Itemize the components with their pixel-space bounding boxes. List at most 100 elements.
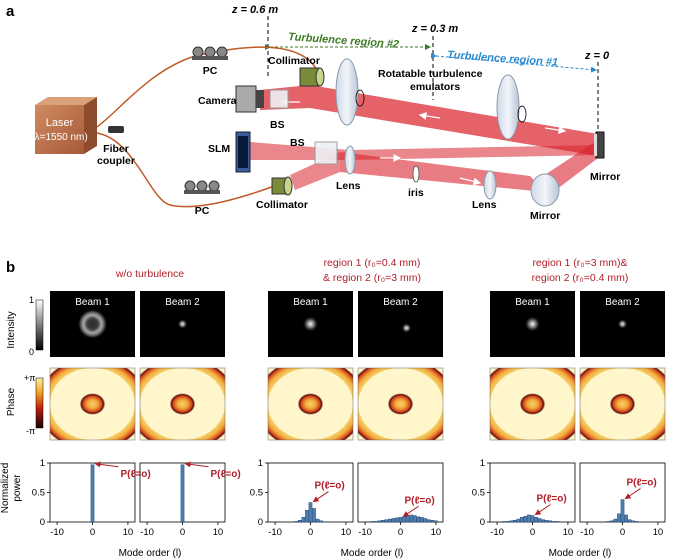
mirror-bottom-label: Mirror: [530, 210, 560, 222]
power-bar: [423, 518, 428, 523]
power-bar: [505, 521, 510, 523]
y-tick-label: 0.5: [32, 488, 45, 499]
mirror-right: [594, 131, 605, 159]
phase-image: [267, 367, 354, 441]
region-2-label: Turbulence region #2: [288, 31, 400, 51]
power-bar: [380, 520, 385, 523]
lens-right: [483, 170, 497, 200]
lens-left-label: Lens: [336, 180, 361, 192]
x-tick-label: 10: [123, 527, 134, 538]
power-axis-label-2: power: [12, 474, 23, 502]
power-bar: [631, 520, 635, 523]
p-zero-label: P(ℓ=o): [211, 469, 241, 480]
power-bar: [398, 517, 403, 523]
condition-title-3b: region 2 (r₀=0.4 mm): [532, 272, 629, 284]
power-bar: [388, 518, 392, 523]
beam-label: Beam 1: [75, 297, 110, 308]
p-zero-label: P(ℓ=o): [537, 494, 567, 505]
emulators-label-1: Rotatable turbulence: [378, 68, 483, 80]
power-bar: [419, 517, 424, 523]
collimator-top-label: Collimator: [268, 55, 320, 67]
region-1-label: Turbulence region #1: [447, 49, 559, 69]
rotation-icon-2: [355, 89, 365, 107]
intensity-colorbar: [35, 299, 44, 351]
intensity-pattern: [524, 316, 541, 332]
turbulence-emulator-1: [496, 74, 520, 140]
collimator-bottom-label: Collimator: [256, 199, 308, 211]
power-bar: [416, 516, 421, 523]
power-bar: [180, 464, 185, 523]
power-bar: [377, 520, 382, 523]
lens-right-label: Lens: [472, 199, 497, 211]
laser-label: Laser: [46, 117, 74, 129]
power-bar: [395, 517, 399, 523]
p-zero-arrow: [534, 504, 551, 516]
power-bar: [434, 520, 438, 523]
power-bar: [405, 515, 410, 523]
power-bar: [384, 519, 389, 523]
y-tick-label: 1: [480, 458, 485, 469]
x-tick-label: 10: [431, 527, 442, 538]
power-bar: [509, 520, 514, 523]
power-bar: [555, 521, 560, 523]
y-tick-label: 0.5: [472, 488, 485, 499]
power-bar: [544, 520, 549, 523]
slm: [235, 131, 251, 173]
power-bar: [301, 517, 306, 523]
pc-top: [192, 46, 228, 60]
x-tick-label: 0: [90, 527, 95, 538]
condition-title-3a: region 1 (r₀=3 mm)&: [532, 257, 627, 269]
intensity-axis-label: Intensity: [6, 311, 17, 348]
phase-image: [357, 367, 444, 441]
power-bar: [534, 517, 538, 523]
beam-label: Beam 1: [293, 297, 328, 308]
turbulence-emulator-2: [335, 58, 359, 126]
power-bar: [520, 517, 524, 523]
power-bar: [298, 520, 302, 523]
p-zero-arrow: [402, 505, 419, 517]
intensity-max: 1: [29, 295, 34, 305]
iris: [412, 165, 420, 183]
laser-source: Laser (λ=1550 nm): [31, 97, 97, 154]
power-bar: [312, 508, 316, 523]
phase-image: [139, 367, 226, 441]
power-bar: [305, 510, 309, 523]
bs-bottom-label: BS: [290, 137, 305, 149]
slm-label: SLM: [208, 143, 230, 155]
phase-image: [579, 367, 666, 441]
power-bar: [613, 518, 618, 523]
condition-title-1: w/o turbulence: [115, 268, 184, 280]
intensity-image: [358, 291, 443, 357]
power-bar: [294, 521, 299, 523]
mirror-bottom: [530, 173, 560, 207]
emulators-label-2: emulators: [410, 81, 460, 93]
phase-min: -π: [26, 426, 35, 436]
pc-bottom-label: PC: [195, 205, 210, 217]
panel-a-label: a: [6, 3, 15, 20]
x-tick-label: -10: [50, 527, 64, 538]
rotation-icon-1: [517, 105, 527, 123]
power-bar: [527, 514, 531, 523]
p-zero-label: P(ℓ=o): [315, 481, 345, 492]
z-label-0: z = 0: [584, 50, 610, 62]
beam-arrow-1: [418, 112, 441, 120]
xlabel-1: Mode order (l): [119, 548, 182, 559]
panel-b: b w/o turbulence region 1 (r₀=0.4 mm) & …: [0, 257, 666, 559]
power-bar: [516, 518, 521, 523]
fiber-coupler-label-1: Fiber: [103, 143, 129, 155]
y-tick-label: 0: [258, 517, 263, 528]
power-bar: [319, 520, 323, 523]
power-bar: [620, 499, 625, 523]
phase-image: [489, 367, 576, 441]
p-zero-label: P(ℓ=o): [405, 495, 435, 506]
x-tick-label: 10: [563, 527, 574, 538]
p-zero-arrow: [624, 488, 641, 500]
power-axis-label-1: Normalized: [0, 463, 11, 514]
beam-top: [260, 85, 598, 156]
x-tick-label: 10: [213, 527, 224, 538]
xlabel-2: Mode order (l): [341, 548, 404, 559]
